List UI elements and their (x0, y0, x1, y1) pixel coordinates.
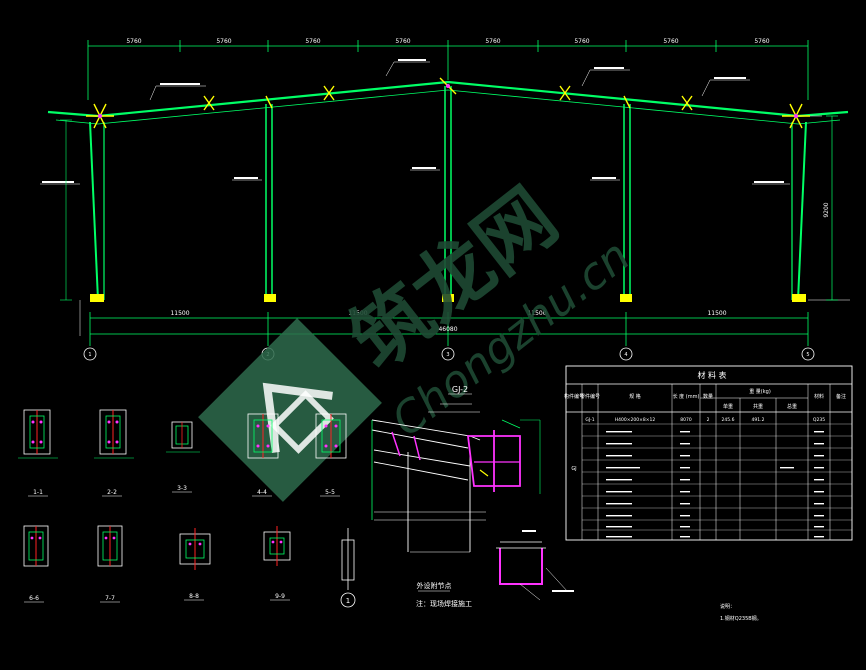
top-dim-3: 5760 (305, 38, 320, 45)
height-dim: 9200 (823, 202, 830, 217)
left-height-dim (60, 119, 72, 301)
note-line-1: 外设附节点 (417, 581, 452, 590)
grid-span-2: 11500 (348, 310, 367, 317)
row1-spec: H400×200×8×12 (615, 417, 656, 423)
section-label-8: 8-8 (189, 593, 199, 600)
detail-section-9 (263, 526, 291, 566)
watermark-logo (198, 318, 382, 502)
section-label-3: 3-3 (177, 485, 187, 492)
detail-section-3 (166, 421, 200, 453)
subheader-unit: 单重 (723, 403, 733, 410)
table-first-row: GJ-1 H400×200×8×12 8070 2 245.6 491.2 Q2… (585, 417, 825, 423)
detail-section-7 (97, 525, 123, 567)
top-dimension-texts: 5760 5760 5760 5760 5760 5760 5760 5760 (126, 38, 769, 45)
row1-unit: 245.6 (722, 417, 735, 423)
bottom-total-dim: 46080 (438, 326, 457, 333)
grid-span-4: 11500 (707, 310, 726, 317)
top-dim-2: 5760 (216, 38, 231, 45)
top-dim-1: 5760 (126, 38, 141, 45)
bottom-note-title: 说明： (720, 603, 735, 610)
axis-bubble-5 (801, 347, 815, 361)
header-material: 材料 (814, 393, 824, 400)
row1-length: 8070 (680, 417, 692, 423)
axis-bubble-1 (83, 347, 97, 361)
material-table (565, 365, 853, 541)
subheader-total: 共重 (753, 403, 763, 410)
top-dimension-line (87, 40, 809, 100)
section-label-4: 4-4 (257, 489, 267, 496)
row1-total: 491.2 (752, 417, 765, 423)
header-qty: 数量 (703, 393, 713, 400)
section-label-2: 2-2 (107, 489, 117, 496)
grid-axis-bubbles (83, 347, 815, 361)
top-dim-6: 5760 (574, 38, 589, 45)
axis-label-3: 3 (446, 352, 449, 358)
axis-label-5: 5 (806, 352, 809, 358)
table-row-placeholders (606, 431, 824, 538)
detail-section-2 (94, 409, 134, 459)
detail-section-8 (179, 528, 211, 570)
gj-title: GJ-2 (452, 385, 468, 394)
subheader-sum: 总重 (787, 403, 797, 410)
section-label-6: 6-6 (29, 595, 39, 602)
u-section-label-mark (522, 530, 536, 532)
row1-material: Q235 (813, 417, 825, 423)
top-dim-4: 5760 (395, 38, 410, 45)
section-label-1: 1-1 (33, 489, 43, 496)
axis-label-4: 4 (624, 352, 627, 358)
table-headers: 构件编号 零件编号 规 格 长 度 (mm) 数量 重 量(kg) 材料 备注 … (564, 388, 846, 410)
section-label-9: 9-9 (275, 593, 285, 600)
pipe-detail-label: 1 (346, 597, 350, 605)
bottom-dimension-lines (89, 312, 809, 346)
section-label-5: 5-5 (325, 489, 335, 496)
axis-label-1: 1 (88, 352, 91, 358)
pipe-detail (340, 528, 356, 608)
gj-detail (371, 403, 541, 553)
header-member-no: 构件编号 (564, 393, 584, 400)
u-section-detail (496, 541, 569, 601)
header-remark: 备注 (836, 393, 846, 400)
top-dim-8: 5760 (754, 38, 769, 45)
detail-section-1 (18, 409, 58, 459)
right-height-dim (826, 115, 838, 301)
joint-accents (98, 84, 798, 118)
axis-bubble-3 (441, 347, 455, 361)
header-part-no: 零件编号 (580, 393, 600, 400)
detail-section-5 (315, 413, 347, 459)
header-weight: 重 量(kg) (749, 388, 771, 395)
row1-part: GJ-1 (585, 417, 594, 423)
axis-bubble-4 (619, 347, 633, 361)
table-title: 材 料 表 (697, 370, 726, 380)
top-dim-7: 5760 (663, 38, 678, 45)
column-bases (90, 294, 806, 302)
small-annotation-marks (42, 59, 784, 183)
row1-qty: 2 (707, 417, 710, 423)
table-side-label: GJ (571, 466, 576, 472)
bottom-note-item: 1.钢材Q235B钢。 (720, 615, 762, 622)
section-label-7: 7-7 (105, 595, 115, 602)
leader-lines (40, 61, 850, 336)
note-line-2: 注：现场焊接施工 (416, 599, 472, 608)
portal-frame (47, 80, 849, 301)
detail-section-6 (23, 525, 49, 567)
section-label-underlines-2 (24, 599, 290, 603)
header-length: 长 度 (mm) (673, 393, 700, 400)
grid-span-1: 11500 (170, 310, 189, 317)
top-dim-5: 5760 (485, 38, 500, 45)
u-section-note-mark (552, 590, 574, 592)
header-spec: 规 格 (629, 393, 641, 400)
detail-section-4 (247, 413, 279, 459)
grid-span-3: 11500 (527, 310, 546, 317)
section-label-underlines (28, 491, 340, 497)
